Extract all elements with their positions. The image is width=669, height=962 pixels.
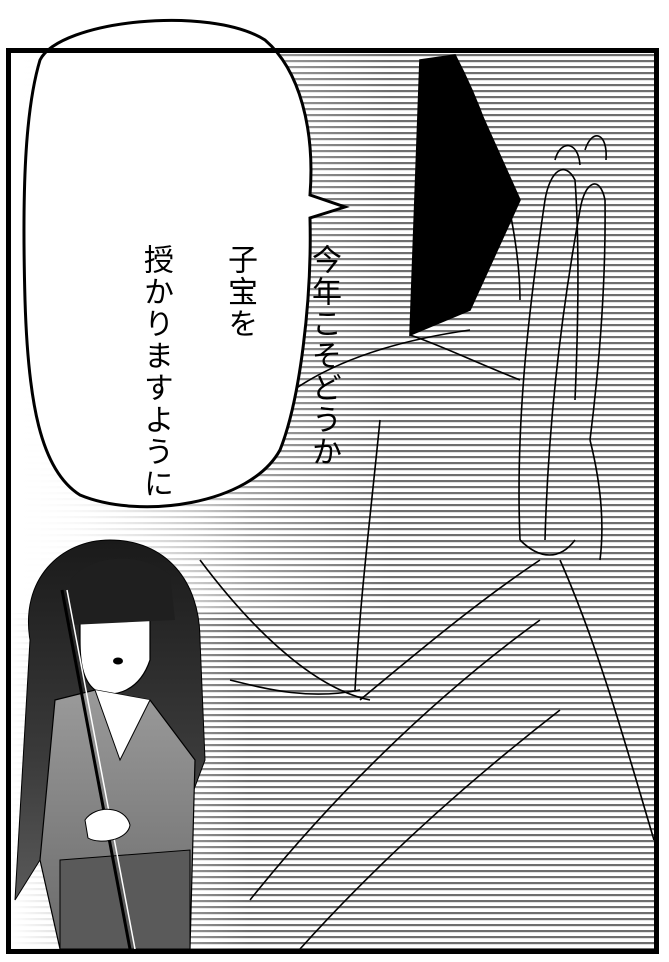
speech-line-2: 子宝を bbox=[222, 244, 257, 340]
panel-frame bbox=[6, 48, 659, 954]
speech-line-1: 今年こそどうか bbox=[306, 244, 341, 468]
speech-line-3: 授かりますように bbox=[138, 244, 173, 500]
praying-figure bbox=[199, 54, 654, 949]
speech-bubble bbox=[22, 18, 350, 509]
shrine-maiden-girl bbox=[14, 539, 206, 949]
speech-text: 今年こそどうか 子宝を 授かりますように bbox=[92, 96, 386, 500]
